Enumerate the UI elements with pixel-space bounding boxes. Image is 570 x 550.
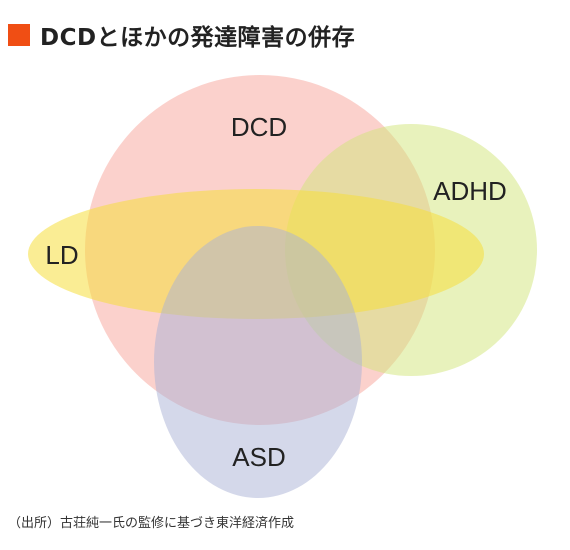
venn-label-asd: ASD [232, 442, 285, 472]
page-title: DCDとほかの発達障害の併存 [40, 25, 356, 51]
venn-ellipse-asd [154, 226, 362, 498]
venn-label-dcd: DCD [231, 112, 287, 142]
title-marker-square [8, 24, 30, 46]
venn-label-adhd: ADHD [433, 176, 507, 206]
venn-label-ld: LD [45, 240, 78, 270]
title-bar: DCDとほかの発達障害の併存 [8, 18, 355, 52]
source-note: （出所）古荘純一氏の監修に基づき東洋経済作成 [8, 516, 295, 531]
